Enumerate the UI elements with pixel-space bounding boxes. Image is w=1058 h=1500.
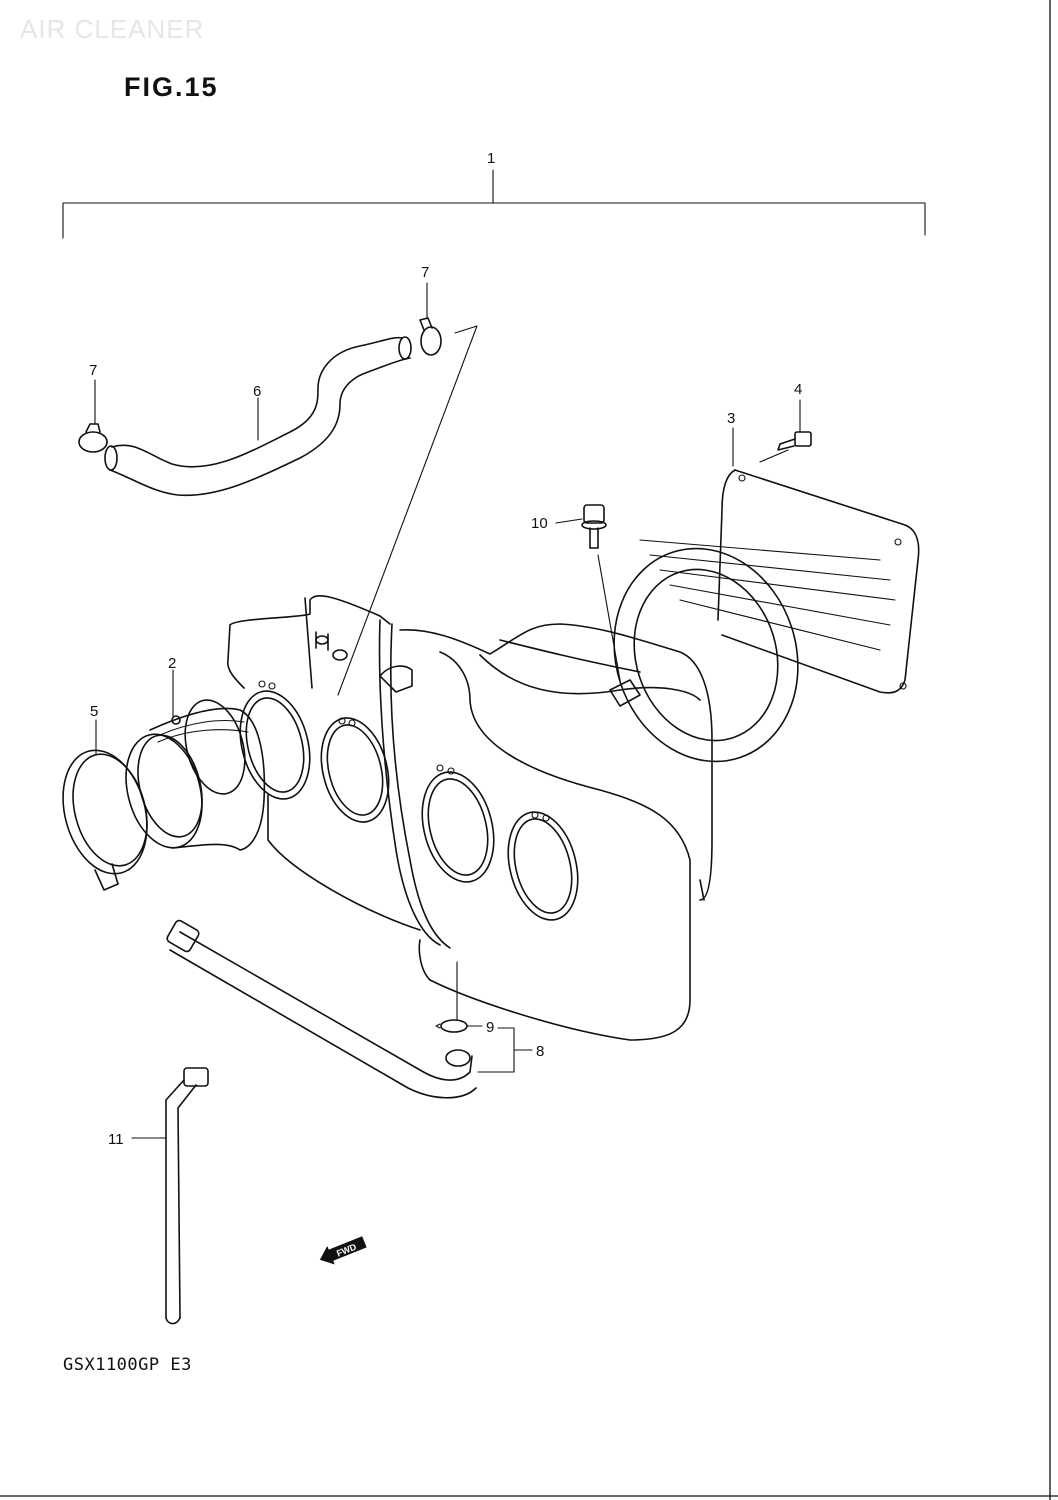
- assembly-bracket: [62, 169, 926, 239]
- boot-clamp: [62, 749, 148, 891]
- callout-8: 8: [536, 1043, 544, 1060]
- element-screw: [759, 431, 812, 463]
- callout-1: 1: [487, 150, 495, 167]
- callout-6: 6: [253, 383, 261, 400]
- drain-clip: [435, 1019, 468, 1033]
- forward-arrow-icon: FWD: [319, 1236, 367, 1265]
- callout-9: 9: [486, 1019, 494, 1036]
- hose-clamp-left: [78, 423, 108, 453]
- leader-lines: [94, 282, 801, 1139]
- breather-tube: [165, 1067, 209, 1325]
- callout-10: 10: [531, 515, 548, 532]
- breather-hose: [104, 336, 412, 497]
- figure-title: FIG.15: [124, 72, 219, 102]
- intake-boot: [125, 699, 266, 851]
- callout-7-left: 7: [89, 362, 97, 379]
- fwd-label: FWD: [335, 1241, 358, 1258]
- section-watermark: AIR CLEANER: [20, 14, 205, 44]
- model-code: GSX1100GP E3: [63, 1355, 192, 1375]
- air-cleaner-case: [226, 594, 713, 1041]
- callout-3: 3: [727, 410, 735, 427]
- callout-5: 5: [90, 703, 98, 720]
- drain-hose: [166, 919, 477, 1099]
- callout-7-right: 7: [421, 264, 429, 281]
- callout-4: 4: [794, 381, 802, 398]
- callout-11: 11: [108, 1131, 124, 1148]
- air-filter-element: [613, 469, 920, 763]
- bolt-10: [581, 504, 641, 707]
- hose-clamp-right: [419, 317, 442, 356]
- callout-2: 2: [168, 655, 176, 672]
